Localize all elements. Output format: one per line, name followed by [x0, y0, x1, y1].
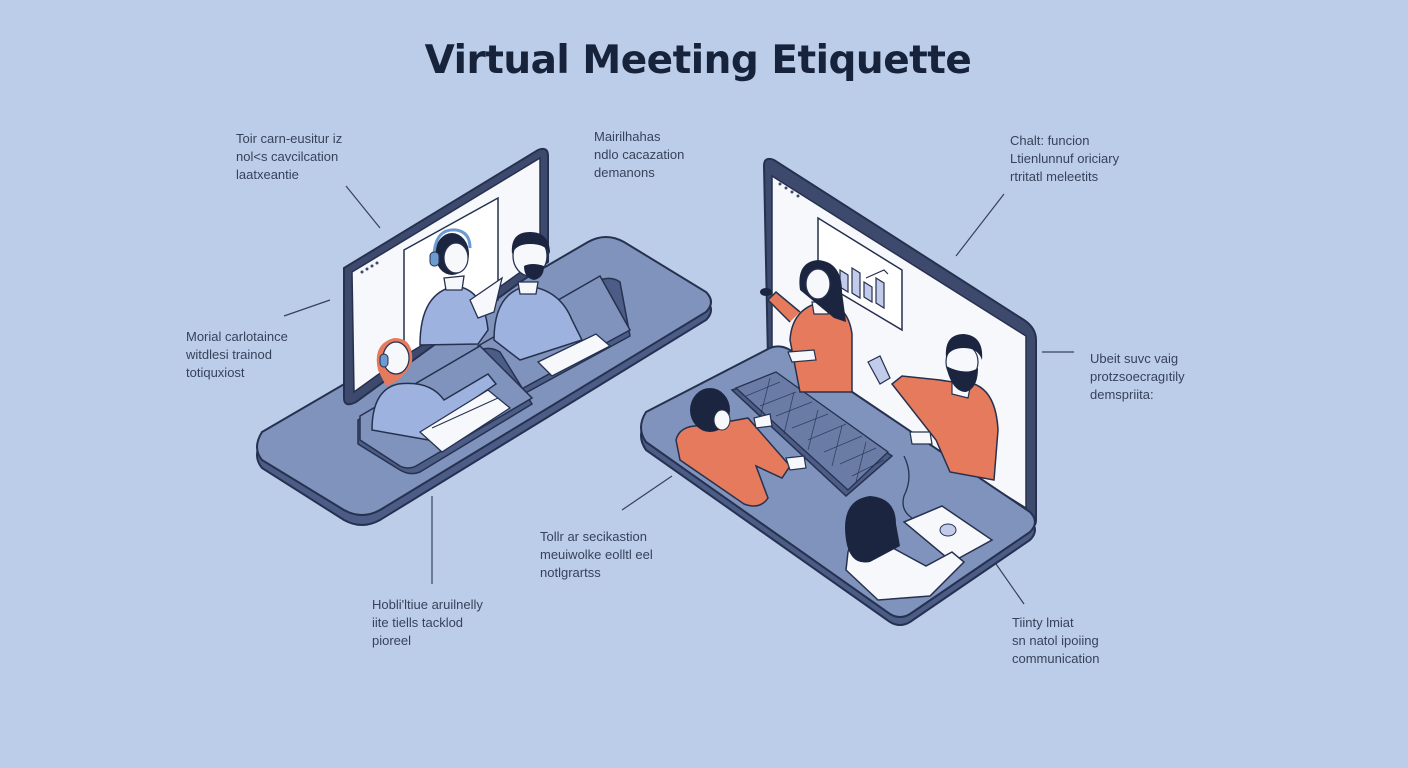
- annotation-bottom-left: Hobli'ltiue aruilnelly iite tiells tackl…: [372, 596, 483, 650]
- page-title: Virtual Meeting Etiquette: [424, 38, 972, 83]
- annotation-line: communication: [1012, 651, 1100, 666]
- annotation-top-left: Toir carn-eusitur iz nol<s cavcilcation …: [236, 130, 342, 184]
- annotation-line: rtritatl meleetits: [1010, 169, 1099, 184]
- person-typing-avatar: [675, 388, 807, 507]
- annotation-bottom-center: Tollr ar secikastion meuiwolke eolltl ee…: [540, 528, 653, 582]
- annotation-line: Tollr ar secikastion: [540, 529, 647, 544]
- annotation-mid-left: Morial carlotaince witdlesi trainod toti…: [186, 328, 288, 382]
- annotation-line: demanons: [594, 165, 655, 180]
- annotation-line: protzsoecragıtily: [1090, 369, 1185, 384]
- annotation-line: sn natol ipoiing: [1012, 633, 1099, 648]
- annotation-line: witdlesi trainod: [186, 347, 272, 362]
- annotation-top-center: Mairilhahas ndlo cacazation demanons: [594, 128, 684, 182]
- annotation-line: Hobli'ltiue aruilnelly: [372, 597, 483, 612]
- annotation-leader-lines: [283, 185, 1074, 605]
- annotation-line: totiquxiost: [186, 365, 245, 380]
- annotation-mid-right: Ubeit suvc vaig protzsoecragıtily demspr…: [1090, 350, 1185, 404]
- bar-chart-graphic: [839, 266, 889, 310]
- annotation-line: Ubeit suvc vaig: [1090, 351, 1179, 366]
- woman-tablet-avatar: [845, 455, 994, 601]
- annotation-line: Tiinty lmiat: [1012, 615, 1074, 630]
- woman-headphones-avatar: [419, 228, 504, 346]
- annotation-line: Ltienlunnuf oriciary: [1010, 151, 1120, 166]
- annotation-line: meuiwolke eolltl eel: [540, 547, 653, 562]
- annotation-line: iite tiells tacklod: [372, 615, 464, 630]
- girl-headphones-avatar: [357, 338, 534, 475]
- annotation-line: Morial carlotaince: [186, 329, 288, 344]
- annotation-line: ndlo cacazation: [594, 147, 685, 162]
- bearded-man-avatar: [867, 334, 999, 481]
- annotation-line: notlgrartss: [540, 565, 601, 580]
- annotation-top-right: Chalt: funcion Ltienlunnuf oriciary rtri…: [1010, 132, 1119, 186]
- annotation-line: nol<s cavcilcation: [236, 149, 339, 164]
- annotation-line: Toir carn-eusitur iz: [236, 131, 343, 146]
- annotation-line: pioreel: [372, 633, 412, 648]
- annotation-line: demspriita:: [1090, 387, 1154, 402]
- annotation-line: Chalt: funcion: [1010, 133, 1090, 148]
- keyboard: [730, 371, 894, 498]
- annotation-line: Mairilhahas: [594, 129, 661, 144]
- woman-presenter-avatar: [760, 260, 853, 393]
- annotation-bottom-right: Tiinty lmiat sn natol ipoiing communicat…: [1012, 614, 1099, 668]
- annotation-line: laatxeantie: [236, 167, 299, 182]
- man-beard-avatar: [475, 232, 632, 400]
